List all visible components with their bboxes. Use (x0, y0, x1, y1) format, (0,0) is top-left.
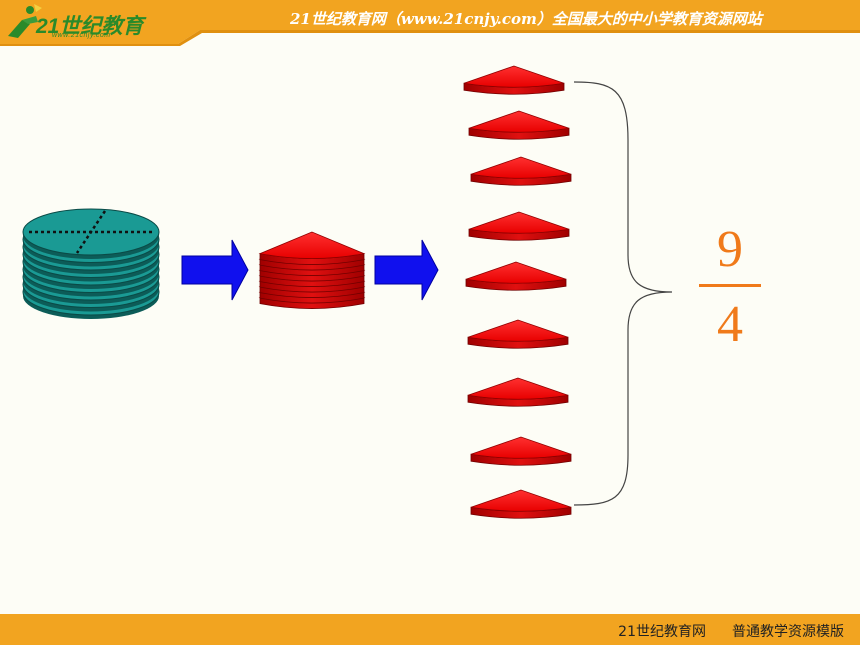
header-site-text: 21世纪教育网（www.21cnjy.com）全国最大的中小学教育资源网站 (290, 10, 762, 28)
quarter-pieces (463, 65, 572, 519)
footer-text: 21世纪教育网 普通教学资源模版 (592, 621, 844, 641)
footer-banner: 21世纪教育网 普通教学资源模版 (0, 614, 860, 645)
footer-template: 普通教学资源模版 (732, 624, 844, 640)
logo-url: www.21cnjy.com (52, 32, 111, 39)
arrow-right-2 (374, 239, 439, 301)
quarter-piece (470, 489, 572, 519)
fraction-nine-fourths: 9 4 (690, 220, 770, 355)
fraction-bar (699, 284, 761, 287)
quarter-piece (468, 110, 570, 140)
fraction-numerator: 9 (717, 221, 743, 278)
quarter-stack (258, 231, 366, 309)
logo-runner-icon (8, 4, 42, 38)
fraction-denominator: 4 (717, 296, 743, 353)
quarter-piece (470, 436, 572, 466)
disk-stack (22, 208, 160, 319)
quarter-stack-layer (258, 231, 366, 265)
header-background (0, 0, 860, 46)
quarter-piece (463, 65, 565, 95)
logo-text: 21世纪教育 (36, 15, 144, 38)
quarter-piece (465, 261, 567, 291)
quarter-piece (467, 377, 569, 407)
quarter-piece (467, 319, 569, 349)
right-brace (573, 81, 673, 506)
footer-site: 21世纪教育网 (618, 624, 706, 640)
quarter-piece (468, 211, 570, 241)
quarter-piece (470, 156, 572, 186)
disk-divider-vertical (75, 210, 107, 254)
arrow-right-1 (181, 239, 249, 301)
header-banner: 21世纪教育 www.21cnjy.com 21世纪教育网（www.21cnjy… (0, 0, 860, 46)
fraction-diagram (22, 65, 673, 519)
